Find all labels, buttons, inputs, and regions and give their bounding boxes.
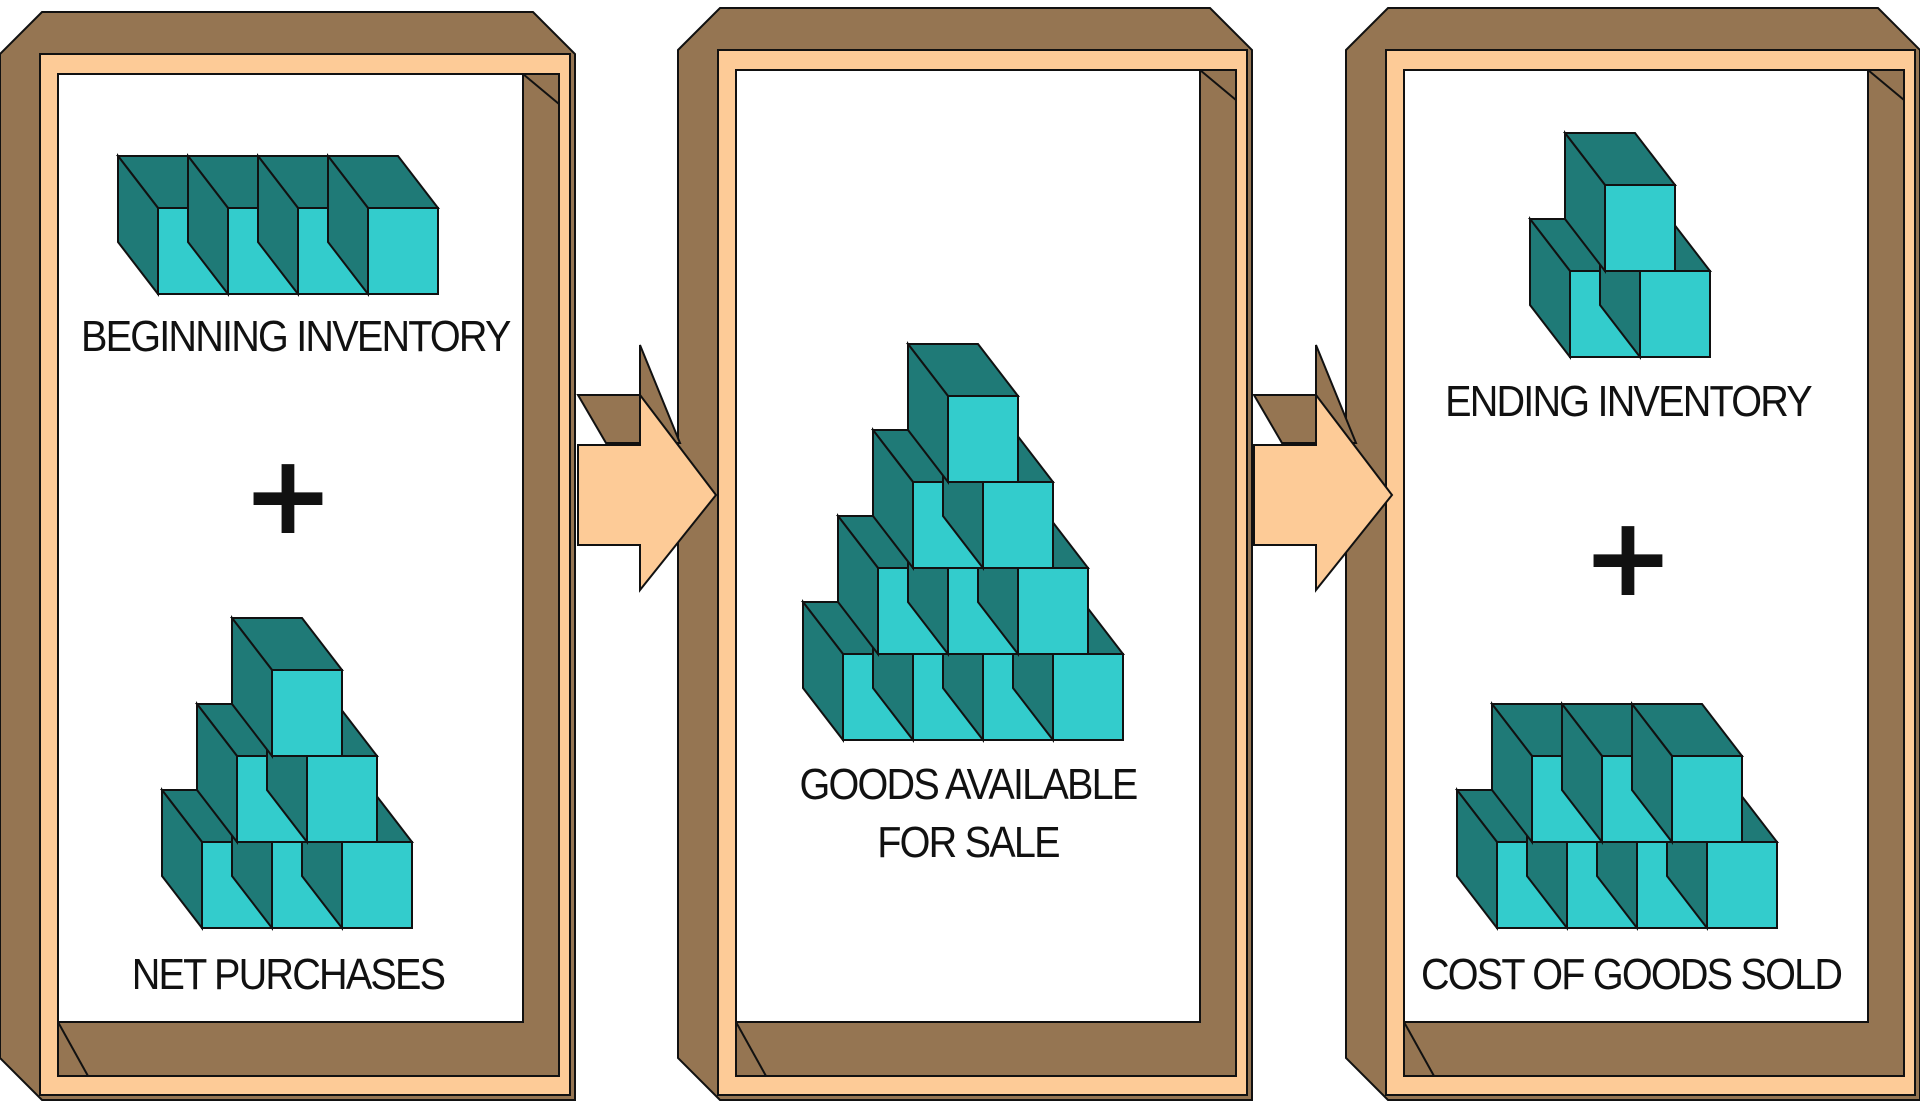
frame-corner-line: [1403, 1021, 1435, 1077]
cubes-layer: [115, 130, 1780, 931]
cube-front: [982, 481, 1054, 569]
cube-front: [341, 841, 413, 929]
cube: [905, 341, 1021, 485]
cube-front: [1706, 841, 1778, 929]
cube: [1562, 130, 1678, 274]
frame-corner-line: [522, 73, 560, 105]
cube: [1629, 701, 1745, 845]
beginning-inventory-cubes: [115, 153, 441, 297]
cube-front: [1639, 270, 1711, 358]
cube-front: [306, 755, 378, 843]
ending-inventory-label: ENDING INVENTORY: [1445, 377, 1813, 426]
ending-inventory-cubes: [1527, 130, 1713, 360]
flow-arrow-1: [576, 344, 718, 593]
net-purchases-label: NET PURCHASES: [131, 950, 446, 999]
cost-of-goods-sold-label: COST OF GOODS SOLD: [1421, 950, 1843, 999]
plus-operator-right: +: [1581, 493, 1675, 621]
frame-corner-line: [735, 1021, 767, 1077]
net-purchases-cubes: [159, 615, 415, 931]
cube-front: [367, 207, 439, 295]
arrows-layer: [576, 344, 1394, 593]
plus-operator-left: +: [241, 431, 335, 559]
cube: [229, 615, 345, 759]
beginning-inventory-label: BEGINNING INVENTORY: [81, 312, 511, 361]
cube-front: [1017, 567, 1089, 655]
goods-available-label: GOODS AVAILABLE: [799, 760, 1139, 809]
cube-front: [1671, 755, 1743, 843]
frame-card: [57, 73, 524, 1023]
flow-arrow-2: [1252, 344, 1394, 593]
cube-front: [1604, 184, 1676, 272]
arrow-body: [577, 392, 718, 593]
frame-corner-line: [57, 1021, 89, 1077]
goods-available-cubes: [800, 341, 1126, 743]
arrow-body: [1253, 392, 1394, 593]
cube: [325, 153, 441, 297]
cost-of-goods-sold-cubes: [1454, 701, 1780, 931]
cube-front: [271, 669, 343, 757]
cube-front: [947, 395, 1019, 483]
frame-corner-line: [1867, 69, 1905, 101]
for-sale-label: FOR SALE: [877, 818, 1060, 867]
cube-front: [1052, 653, 1124, 741]
frame-corner-line: [1199, 69, 1237, 101]
